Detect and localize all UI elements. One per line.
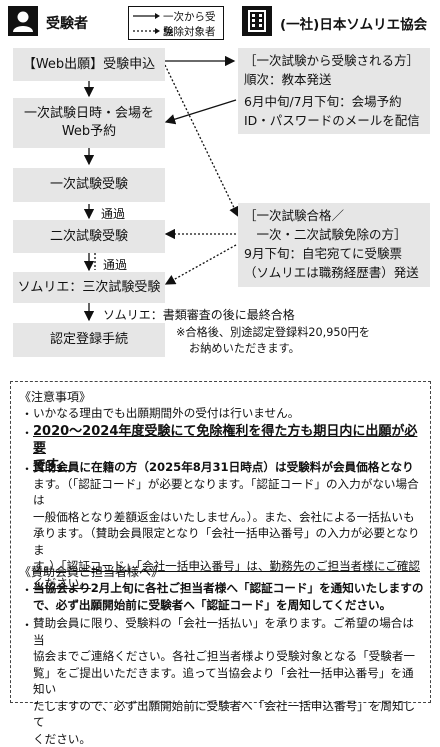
final-pass-label: ソムリエ：書類審査の後に最終合格: [103, 306, 295, 323]
sponsor-item-1-line: 当協会より2月上旬に各社ご担当者様へ「認証コード」を通知いたしますの: [33, 580, 425, 597]
sponsor-item-1: 当協会より2月上旬に各社ご担当者様へ「認証コード」を通知いたしますの で、必ず出…: [33, 580, 425, 613]
step-third-exam: ソムリエ：三次試験受験: [13, 272, 165, 303]
caution-item-1: いかなる理由でも出願期間外の受付は行いません。: [33, 405, 423, 422]
step-second-exam: 二次試験受験: [13, 220, 165, 253]
caution-item-3-line: 賛助会員に在籍の方（2025年8月31日時点）は受験料が会員価格となり: [33, 459, 425, 476]
info-box-first-exam-line: 6月中旬/7月下旬：会場予約: [244, 92, 424, 111]
notes-panel: 《注意事項》 ・ いかなる理由でも出願期間外の受付は行いません。 ・ 2020～…: [10, 381, 431, 703]
fee-note-line2: お納めいただきます。: [189, 340, 300, 356]
pass-label-2: 通過: [103, 256, 127, 273]
info-box-exempt-line: ［一次試験合格／: [244, 206, 424, 225]
bullet: ・: [21, 424, 33, 441]
caution-item-2-line: 2020～2024年度受験にて免除権利を得た方も期日内に出願が必要: [33, 423, 423, 457]
bullet: ・: [21, 405, 33, 422]
sponsor-item-2-line: ください。: [33, 731, 425, 747]
step-web-application: 【Web出願】受験申込: [13, 48, 165, 81]
info-box-exempt: ［一次試験合格／ 一次・二次試験免除の方］ 9月下旬：自宅宛てに受験票 （ソムリ…: [238, 203, 430, 287]
sponsor-item-1-line: で、必ず出願開始前に受験者へ「認証コード」を周知してください。: [33, 597, 425, 614]
sponsor-title: 《賛助会員ご担当者様へ》: [19, 564, 163, 580]
sponsor-item-2: 賛助会員に限り、受験料の「会社一括払い」を承ります。ご希望の場合は当 協会までご…: [33, 615, 425, 747]
info-box-exempt-line: 9月下旬：自宅宛てに受験票: [244, 244, 424, 263]
caution-title: 《注意事項》: [19, 389, 91, 405]
bullet: ・: [21, 616, 33, 633]
info-box-first-exam: ［一次試験から受験される方］ 順次：教本発送 6月中旬/7月下旬：会場予約 ID…: [238, 48, 430, 134]
caution-item-1-line: いかなる理由でも出願期間外の受付は行いません。: [33, 405, 423, 422]
caution-item-3-line: 承ります。（賛助会員限定となり「会社一括申込番号」の入力が必要となりま: [33, 525, 425, 558]
sponsor-item-2-line: 覧」をご提出いただきます。追って当協会より「会社一括申込番号」を通知い: [33, 665, 425, 698]
bullet: ・: [21, 581, 33, 598]
step-first-exam-reservation: 一次試験日時・会場を Web予約: [13, 98, 165, 148]
sponsor-item-2-line: 協会までご連絡ください。各社ご担当者様より受験対象となる「受験者一: [33, 648, 425, 665]
sponsor-item-2-line: 賛助会員に限り、受験料の「会社一括払い」を承ります。ご希望の場合は当: [33, 615, 425, 648]
step-first-exam: 一次試験受験: [13, 168, 165, 202]
caution-item-3-line: 一般価格となり差額返金はいたしません。）。また、会社による一括払いも: [33, 509, 425, 526]
info-box-first-exam-line: 順次：教本発送: [244, 70, 424, 89]
info-box-exempt-line: （ソムリエは職務経歴書）発送: [244, 263, 424, 282]
caution-item-3-line: ます。（「認証コード」が必要となります。「認証コード」の入力がない場合は: [33, 476, 425, 509]
step-first-exam-reservation-text: 一次試験日時・会場を Web予約: [24, 105, 154, 141]
fee-note-line1: ※合格後、別途認定登録料20,950円を: [176, 324, 370, 340]
info-box-exempt-line: 一次・二次試験免除の方］: [244, 225, 424, 244]
sponsor-item-2-line: たしますので、必ず出願開始前に受験者へ「会社一括申込番号」を周知して: [33, 698, 425, 731]
bullet: ・: [21, 460, 33, 477]
step-registration: 認定登録手続: [13, 323, 165, 357]
info-box-first-exam-line: ［一次試験から受験される方］: [244, 51, 424, 70]
info-box-first-exam-line: ID・パスワードのメールを配信: [244, 111, 424, 130]
